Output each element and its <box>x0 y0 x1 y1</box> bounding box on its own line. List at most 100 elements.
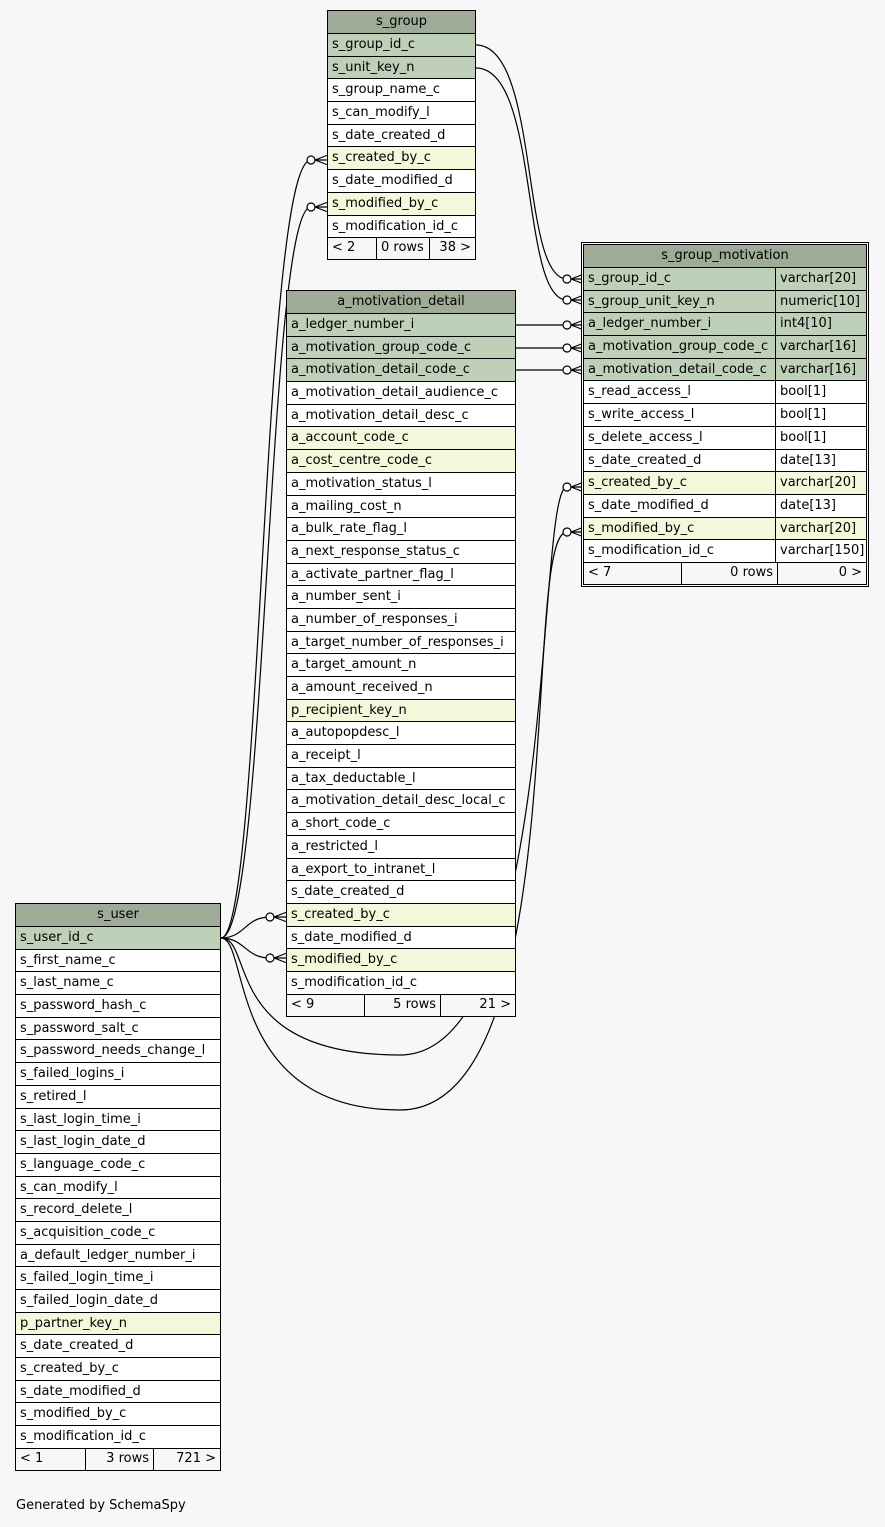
column-row[interactable]: a_ledger_number_i <box>287 314 515 337</box>
row-count: 0 rows <box>681 562 777 584</box>
column-row[interactable]: s_user_id_c <box>16 927 220 950</box>
column-row[interactable]: a_receipt_l <box>287 745 515 768</box>
column-row[interactable]: s_date_modified_d <box>16 1381 220 1404</box>
column-row[interactable]: a_motivation_status_l <box>287 473 515 496</box>
column-row[interactable]: s_created_by_c <box>287 903 515 927</box>
column-row[interactable]: a_amount_received_n <box>287 677 515 700</box>
table-title[interactable]: s_user <box>16 904 220 927</box>
column-row[interactable]: s_password_hash_c <box>16 995 220 1018</box>
column-row[interactable]: s_created_by_c <box>16 1358 220 1381</box>
table-title[interactable]: s_group_motivation <box>584 245 866 268</box>
column-name: s_password_needs_change_l <box>20 1043 206 1059</box>
column-row[interactable]: a_motivation_detail_desc_local_c <box>287 790 515 814</box>
column-row[interactable]: a_motivation_group_code_c <box>287 336 515 360</box>
children-count[interactable]: 721 > <box>153 1448 220 1470</box>
column-row[interactable]: s_password_needs_change_l <box>16 1040 220 1064</box>
column-name: s_date_created_d <box>588 452 702 468</box>
column-row[interactable]: s_modified_by_c <box>328 192 475 216</box>
column-name: s_modification_id_c <box>332 218 458 234</box>
column-row[interactable]: a_activate_partner_flag_l <box>287 564 515 587</box>
children-count[interactable]: 21 > <box>440 994 515 1016</box>
column-row[interactable]: s_date_modified_d <box>328 170 475 193</box>
column-row[interactable]: s_modification_id_c <box>328 216 475 239</box>
column-row[interactable]: a_motivation_detail_desc_c <box>287 405 515 428</box>
column-row[interactable]: a_target_number_of_responses_i <box>287 632 515 655</box>
column-row[interactable]: s_failed_logins_i <box>16 1063 220 1086</box>
column-name: s_group_id_c <box>332 37 416 52</box>
column-row[interactable]: a_motivation_detail_code_c <box>287 359 515 383</box>
column-row[interactable]: a_motivation_detail_audience_c <box>287 382 515 405</box>
column-row[interactable]: a_tax_deductable_l <box>287 768 515 791</box>
column-row[interactable]: s_last_name_c <box>16 972 220 996</box>
column-row[interactable]: a_number_sent_i <box>287 586 515 609</box>
column-row[interactable]: s_last_login_date_d <box>16 1131 220 1154</box>
table-title[interactable]: s_group <box>328 11 475 34</box>
column-row[interactable]: s_date_created_d <box>328 125 475 148</box>
column-row[interactable]: s_password_salt_c <box>16 1018 220 1041</box>
column-row[interactable]: s_acquisition_code_c <box>16 1222 220 1245</box>
column-row[interactable]: a_account_code_c <box>287 427 515 451</box>
column-row[interactable]: a_restricted_l <box>287 836 515 859</box>
column-row[interactable]: s_date_created_d <box>16 1335 220 1359</box>
children-count[interactable]: 0 > <box>777 562 866 584</box>
column-row[interactable]: s_modification_id_c <box>16 1426 220 1449</box>
column-row[interactable]: s_language_code_c <box>16 1154 220 1177</box>
column-row[interactable]: a_bulk_rate_flag_l <box>287 518 515 541</box>
column-row[interactable]: s_record_delete_l <box>16 1199 220 1222</box>
parents-count[interactable]: < 1 <box>20 1450 44 1466</box>
column-row[interactable]: a_short_code_c <box>287 813 515 836</box>
column-row[interactable]: s_group_id_c <box>328 34 475 57</box>
parents-count[interactable]: < 9 <box>291 996 315 1012</box>
parents-count[interactable]: < 7 <box>588 564 612 580</box>
column-row[interactable]: a_mailing_cost_n <box>287 496 515 519</box>
column-row[interactable]: s_modified_by_c <box>16 1403 220 1427</box>
column-row[interactable]: a_number_of_responses_i <box>287 609 515 632</box>
children-count[interactable]: 38 > <box>429 238 475 260</box>
column-row[interactable]: s_unit_key_n <box>328 56 475 80</box>
column-row[interactable]: a_export_to_intranet_l <box>287 859 515 882</box>
column-row[interactable]: a_cost_centre_code_c <box>287 450 515 473</box>
column-row[interactable]: a_default_ledger_number_i <box>16 1245 220 1268</box>
column-row[interactable]: s_modification_id_c <box>287 972 515 995</box>
parents-count[interactable]: < 2 <box>332 240 356 256</box>
column-row[interactable]: a_next_response_status_c <box>287 541 515 564</box>
column-row[interactable]: a_autopopdesc_l <box>287 722 515 746</box>
column-row[interactable]: s_failed_login_date_d <box>16 1290 220 1313</box>
table-title[interactable]: a_motivation_detail <box>287 291 515 314</box>
column-row[interactable]: s_last_login_time_i <box>16 1109 220 1132</box>
column-row[interactable]: s_retired_l <box>16 1086 220 1109</box>
column-row[interactable]: s_created_by_c <box>328 147 475 171</box>
column-name: s_write_access_l <box>588 407 695 423</box>
column-row[interactable]: s_date_modified_d <box>287 927 515 950</box>
column-row[interactable]: p_partner_key_n <box>16 1312 220 1336</box>
column-row[interactable]: s_date_created_d <box>287 881 515 904</box>
column-row[interactable]: s_can_modify_l <box>16 1177 220 1200</box>
generated-by-note: Generated by SchemaSpy <box>16 1498 186 1513</box>
column-row[interactable]: s_first_name_c <box>16 950 220 973</box>
column-name: a_next_response_status_c <box>291 543 460 559</box>
column-row[interactable]: a_target_amount_n <box>287 654 515 677</box>
row-count: 3 rows <box>85 1448 153 1470</box>
column-row[interactable]: s_can_modify_l <box>328 102 475 125</box>
column-row[interactable]: s_group_name_c <box>328 79 475 103</box>
column-row[interactable]: s_modified_by_c <box>287 949 515 972</box>
column-row[interactable]: s_failed_login_time_i <box>16 1267 220 1290</box>
column-row[interactable]: p_recipient_key_n <box>287 699 515 723</box>
